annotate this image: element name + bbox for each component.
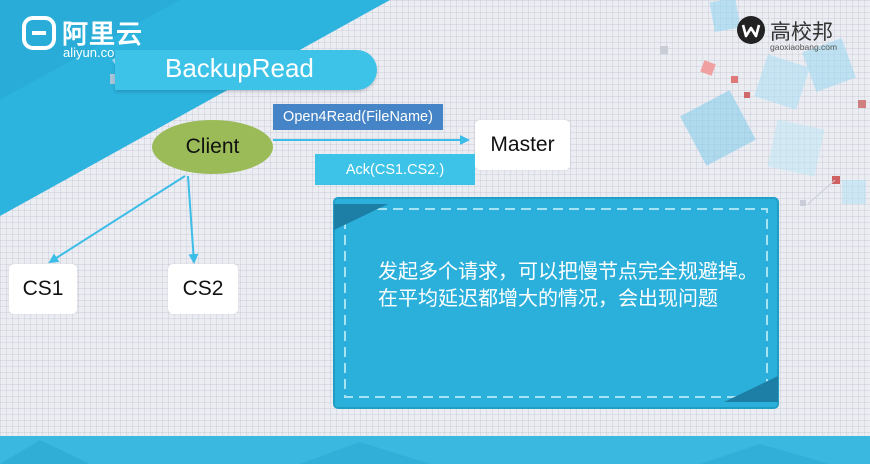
- master-node: Master: [475, 120, 570, 170]
- slide-title: BackupRead: [165, 53, 314, 83]
- gaoxiaobang-w-icon: [737, 16, 765, 44]
- gaoxiaobang-logo-text: 高校邦: [770, 20, 833, 44]
- note-text: 发起多个请求，可以把慢节点完全规避掉。在平均延迟都增大的情况，会出现问题: [378, 261, 758, 310]
- aliyun-logo-url: aliyun.com: [63, 45, 126, 60]
- arrow-client-to-cs2: [187, 175, 199, 264]
- request-message-label: Open4Read(FileName): [273, 104, 443, 130]
- cs1-node: CS1: [9, 264, 77, 314]
- response-message-label: Ack(CS1.CS2.): [315, 154, 475, 185]
- aliyun-cloud-icon: [22, 16, 56, 50]
- arrow-client-to-cs1: [48, 175, 186, 264]
- client-node: Client: [152, 120, 273, 174]
- aliyun-logo-text: 阿里云: [62, 20, 144, 50]
- cs2-node: CS2: [168, 264, 238, 314]
- title-banner: [115, 50, 377, 90]
- gaoxiaobang-logo-url: gaoxiaobang.com: [770, 42, 838, 52]
- note-callout: [333, 197, 779, 409]
